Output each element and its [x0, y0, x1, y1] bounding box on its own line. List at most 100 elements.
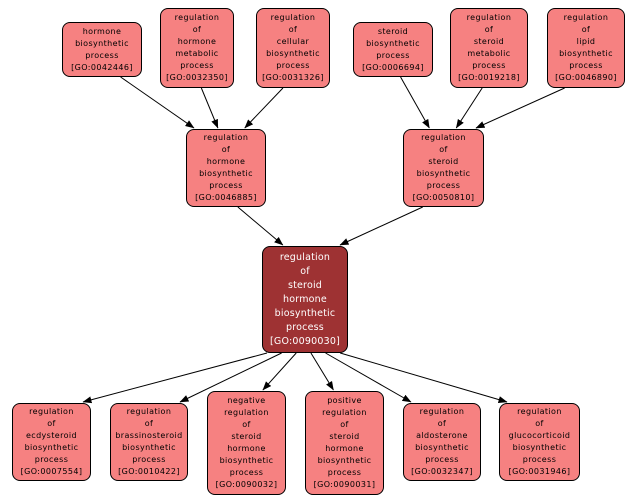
edge-GO:0031326-to-GO:0046885 — [244, 87, 284, 129]
node-label-line: brassinosteroid — [115, 431, 183, 440]
go-term-node-GO:0019218[interactable]: regulationofsteroidmetabolicprocess[GO:0… — [450, 8, 528, 88]
node-label-line: of — [288, 25, 298, 34]
node-go-id: [GO:0090031] — [313, 480, 376, 489]
edge-GO:0090030-to-GO:0032347 — [325, 352, 412, 403]
node-label-line: of — [340, 420, 349, 429]
edge-GO:0006694-to-GO:0050810 — [400, 76, 430, 129]
node-go-id: [GO:0042446] — [71, 62, 133, 72]
node-label-line: process — [276, 61, 310, 70]
node-label-line: of — [144, 419, 154, 428]
edge-GO:0090030-to-GO:0090032 — [262, 352, 297, 391]
node-label-line: regulation — [203, 133, 249, 142]
node-label-line: biosynthetic — [24, 443, 79, 452]
edge-GO:0046885-to-GO:0090030 — [237, 206, 284, 246]
node-label-line: biosynthetic — [199, 169, 253, 178]
node-go-id: [GO:0032347] — [411, 467, 473, 476]
node-go-id: [GO:0032350] — [166, 73, 228, 82]
node-label-line: regulation — [466, 13, 512, 22]
go-term-node-GO:0007554[interactable]: regulationofecdysteroidbiosyntheticproce… — [12, 403, 91, 481]
node-label-line: hormone — [82, 26, 122, 36]
node-label-line: biosynthetic — [122, 443, 176, 452]
node-label-line: of — [47, 419, 56, 428]
node-label-line: process — [180, 61, 214, 70]
go-term-node-GO:0006694[interactable]: steroid biosynthetic process [GO:0006694] — [353, 22, 433, 77]
node-go-id: [GO:0050810] — [412, 193, 475, 202]
node-go-id: [GO:0007554] — [20, 467, 83, 476]
node-label-line: process — [569, 61, 603, 70]
node-label-line: of — [192, 25, 202, 34]
go-term-node-GO:0031946[interactable]: regulationofglucocorticoidbiosyntheticpr… — [499, 403, 580, 481]
node-label-line: steroid — [287, 279, 323, 291]
node-label-line: regulation — [224, 408, 269, 417]
node-label-line: regulation — [322, 408, 367, 417]
go-term-node-GO:0032347[interactable]: regulationofaldosteronebiosyntheticproce… — [403, 403, 481, 481]
node-label-line: regulation — [29, 407, 74, 416]
node-label-line: metabolic — [467, 49, 511, 58]
node-label-line: lipid — [576, 37, 596, 46]
node-label-line: positive — [327, 396, 362, 405]
node-label-line: regulation — [279, 251, 331, 263]
node-go-id: [GO:0046890] — [555, 73, 617, 82]
node-label-line: process — [286, 321, 324, 333]
node-go-id: [GO:0031946] — [508, 467, 571, 476]
node-label-line: regulation — [270, 13, 316, 22]
node-label-line: ecdysteroid — [25, 431, 78, 440]
node-label-line: process — [85, 50, 119, 60]
go-term-node-GO:0046885[interactable]: regulation of hormone biosynthetic process [G… — [186, 129, 266, 207]
node-label-line: steroid — [377, 26, 409, 36]
node-label-line: regulation — [563, 13, 609, 22]
node-label-line: biosynthetic — [559, 49, 613, 58]
node-label-line: biosynthetic — [317, 456, 372, 465]
node-label-line: regulation — [421, 133, 466, 142]
edge-GO:0046890-to-GO:0050810 — [475, 87, 565, 129]
node-label-line: hormone — [325, 444, 364, 453]
node-go-id: [GO:0019218] — [458, 73, 520, 82]
node-label-line: of — [581, 25, 591, 34]
node-label-line: regulation — [419, 407, 465, 416]
node-label-line: of — [535, 419, 544, 428]
node-label-line: negative — [227, 396, 266, 405]
node-label-line: regulation — [174, 13, 220, 22]
node-label-line: of — [437, 419, 447, 428]
node-label-line: of — [300, 265, 310, 277]
node-label-line: hormone — [177, 37, 217, 46]
node-label-line: of — [484, 25, 494, 34]
node-label-line: process — [376, 50, 410, 60]
go-term-node-GO:0010422[interactable]: regulationofbrassinosteroidbiosyntheticp… — [110, 403, 188, 481]
go-term-node-GO:0090030[interactable]: regulationofsteroidhormonebiosyntheticpr… — [262, 246, 348, 353]
node-label-line: process — [426, 181, 461, 190]
node-label-line: process — [209, 181, 243, 190]
node-go-id: [GO:0010422] — [118, 467, 180, 476]
edge-GO:0090030-to-GO:0090031 — [310, 352, 334, 391]
node-label-line: hormone — [283, 293, 327, 305]
node-go-id: [GO:0006694] — [362, 62, 424, 72]
node-label-line: of — [221, 145, 231, 154]
node-go-id: [GO:0090032] — [215, 480, 278, 489]
go-term-node-GO:0046890[interactable]: regulation of lipid biosynthetic process [GO:… — [547, 8, 625, 88]
go-term-node-GO:0090032[interactable]: negativeregulationofsteroidhormonebiosyn… — [207, 391, 286, 495]
node-label-line: biosynthetic — [416, 169, 471, 178]
go-term-node-GO:0031326[interactable]: regulationofcellularbiosyntheticprocess[… — [256, 8, 330, 88]
node-label-line: steroid — [428, 157, 459, 166]
edge-GO:0090030-to-GO:0007554 — [82, 352, 268, 404]
node-label-line: hormone — [206, 157, 246, 166]
node-go-id: [GO:0046885] — [195, 193, 257, 202]
node-label-line: metabolic — [175, 49, 219, 58]
node-label-line: steroid — [329, 432, 360, 441]
node-label-line: process — [522, 455, 557, 464]
node-go-id: [GO:0090030] — [270, 335, 340, 347]
node-label-line: biosynthetic — [366, 38, 420, 48]
go-term-node-GO:0090031[interactable]: positive regulation of steroid hormone biosyn… — [305, 391, 384, 495]
node-label-line: glucocorticoid — [508, 431, 571, 440]
node-label-line: process — [132, 455, 166, 464]
node-label-line: biosynthetic — [266, 49, 320, 58]
go-term-node-GO:0032350[interactable]: regulation of hormone metabolic process [GO:0… — [160, 8, 234, 88]
node-label-line: process — [229, 468, 264, 477]
node-go-id: [GO:0031326] — [262, 73, 324, 82]
edge-GO:0050810-to-GO:0090030 — [339, 206, 423, 246]
go-term-node-GO:0050810[interactable]: regulationofsteroidbiosyntheticprocess[G… — [403, 129, 484, 207]
node-label-line: process — [472, 61, 506, 70]
